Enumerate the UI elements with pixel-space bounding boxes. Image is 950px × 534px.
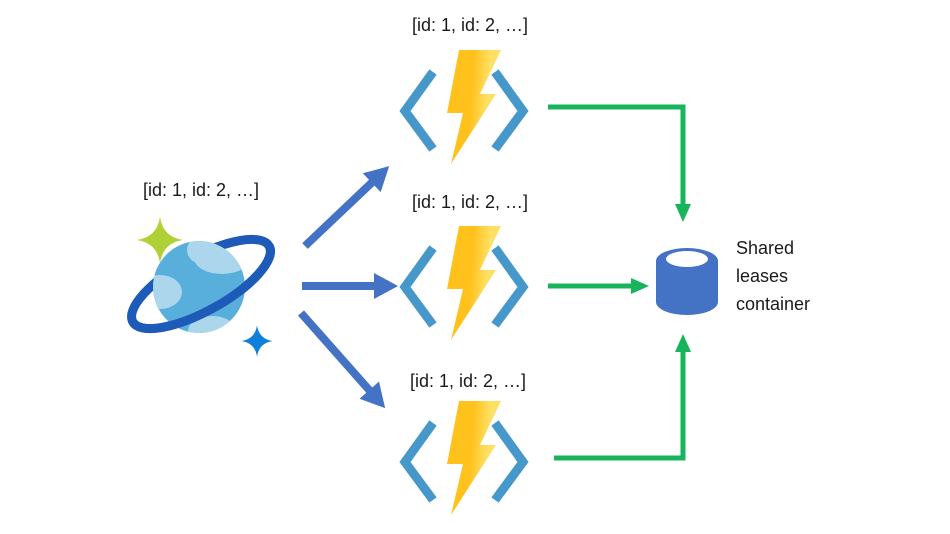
- leases-container-icon: [656, 248, 718, 315]
- blue-arrow-top: [302, 166, 390, 249]
- green-arrow-top: [548, 104, 691, 222]
- planet-ring-front: [128, 244, 275, 334]
- azure-functions-icon-3: [405, 401, 523, 515]
- function-1-ids-label: [id: 1, id: 2, …]: [411, 15, 529, 35]
- blue-arrow-bottom: [298, 310, 386, 409]
- container-label: Shared leases container: [736, 238, 811, 314]
- azure-functions-icon-1: [405, 50, 523, 164]
- green-arrow-bottom: [554, 334, 691, 461]
- function-2-ids-label: [id: 1, id: 2, …]: [411, 192, 529, 212]
- blue-arrow-middle: [302, 273, 398, 299]
- source-ids-label: [id: 1, id: 2, …]: [142, 180, 260, 200]
- database-opening: [666, 251, 708, 267]
- green-arrow-middle: [548, 278, 649, 294]
- function-3-ids-label: [id: 1, id: 2, …]: [409, 371, 527, 391]
- sparkle-blue-icon: [241, 325, 273, 357]
- cosmos-db-icon: [127, 217, 275, 357]
- azure-functions-icon-2: [405, 226, 523, 340]
